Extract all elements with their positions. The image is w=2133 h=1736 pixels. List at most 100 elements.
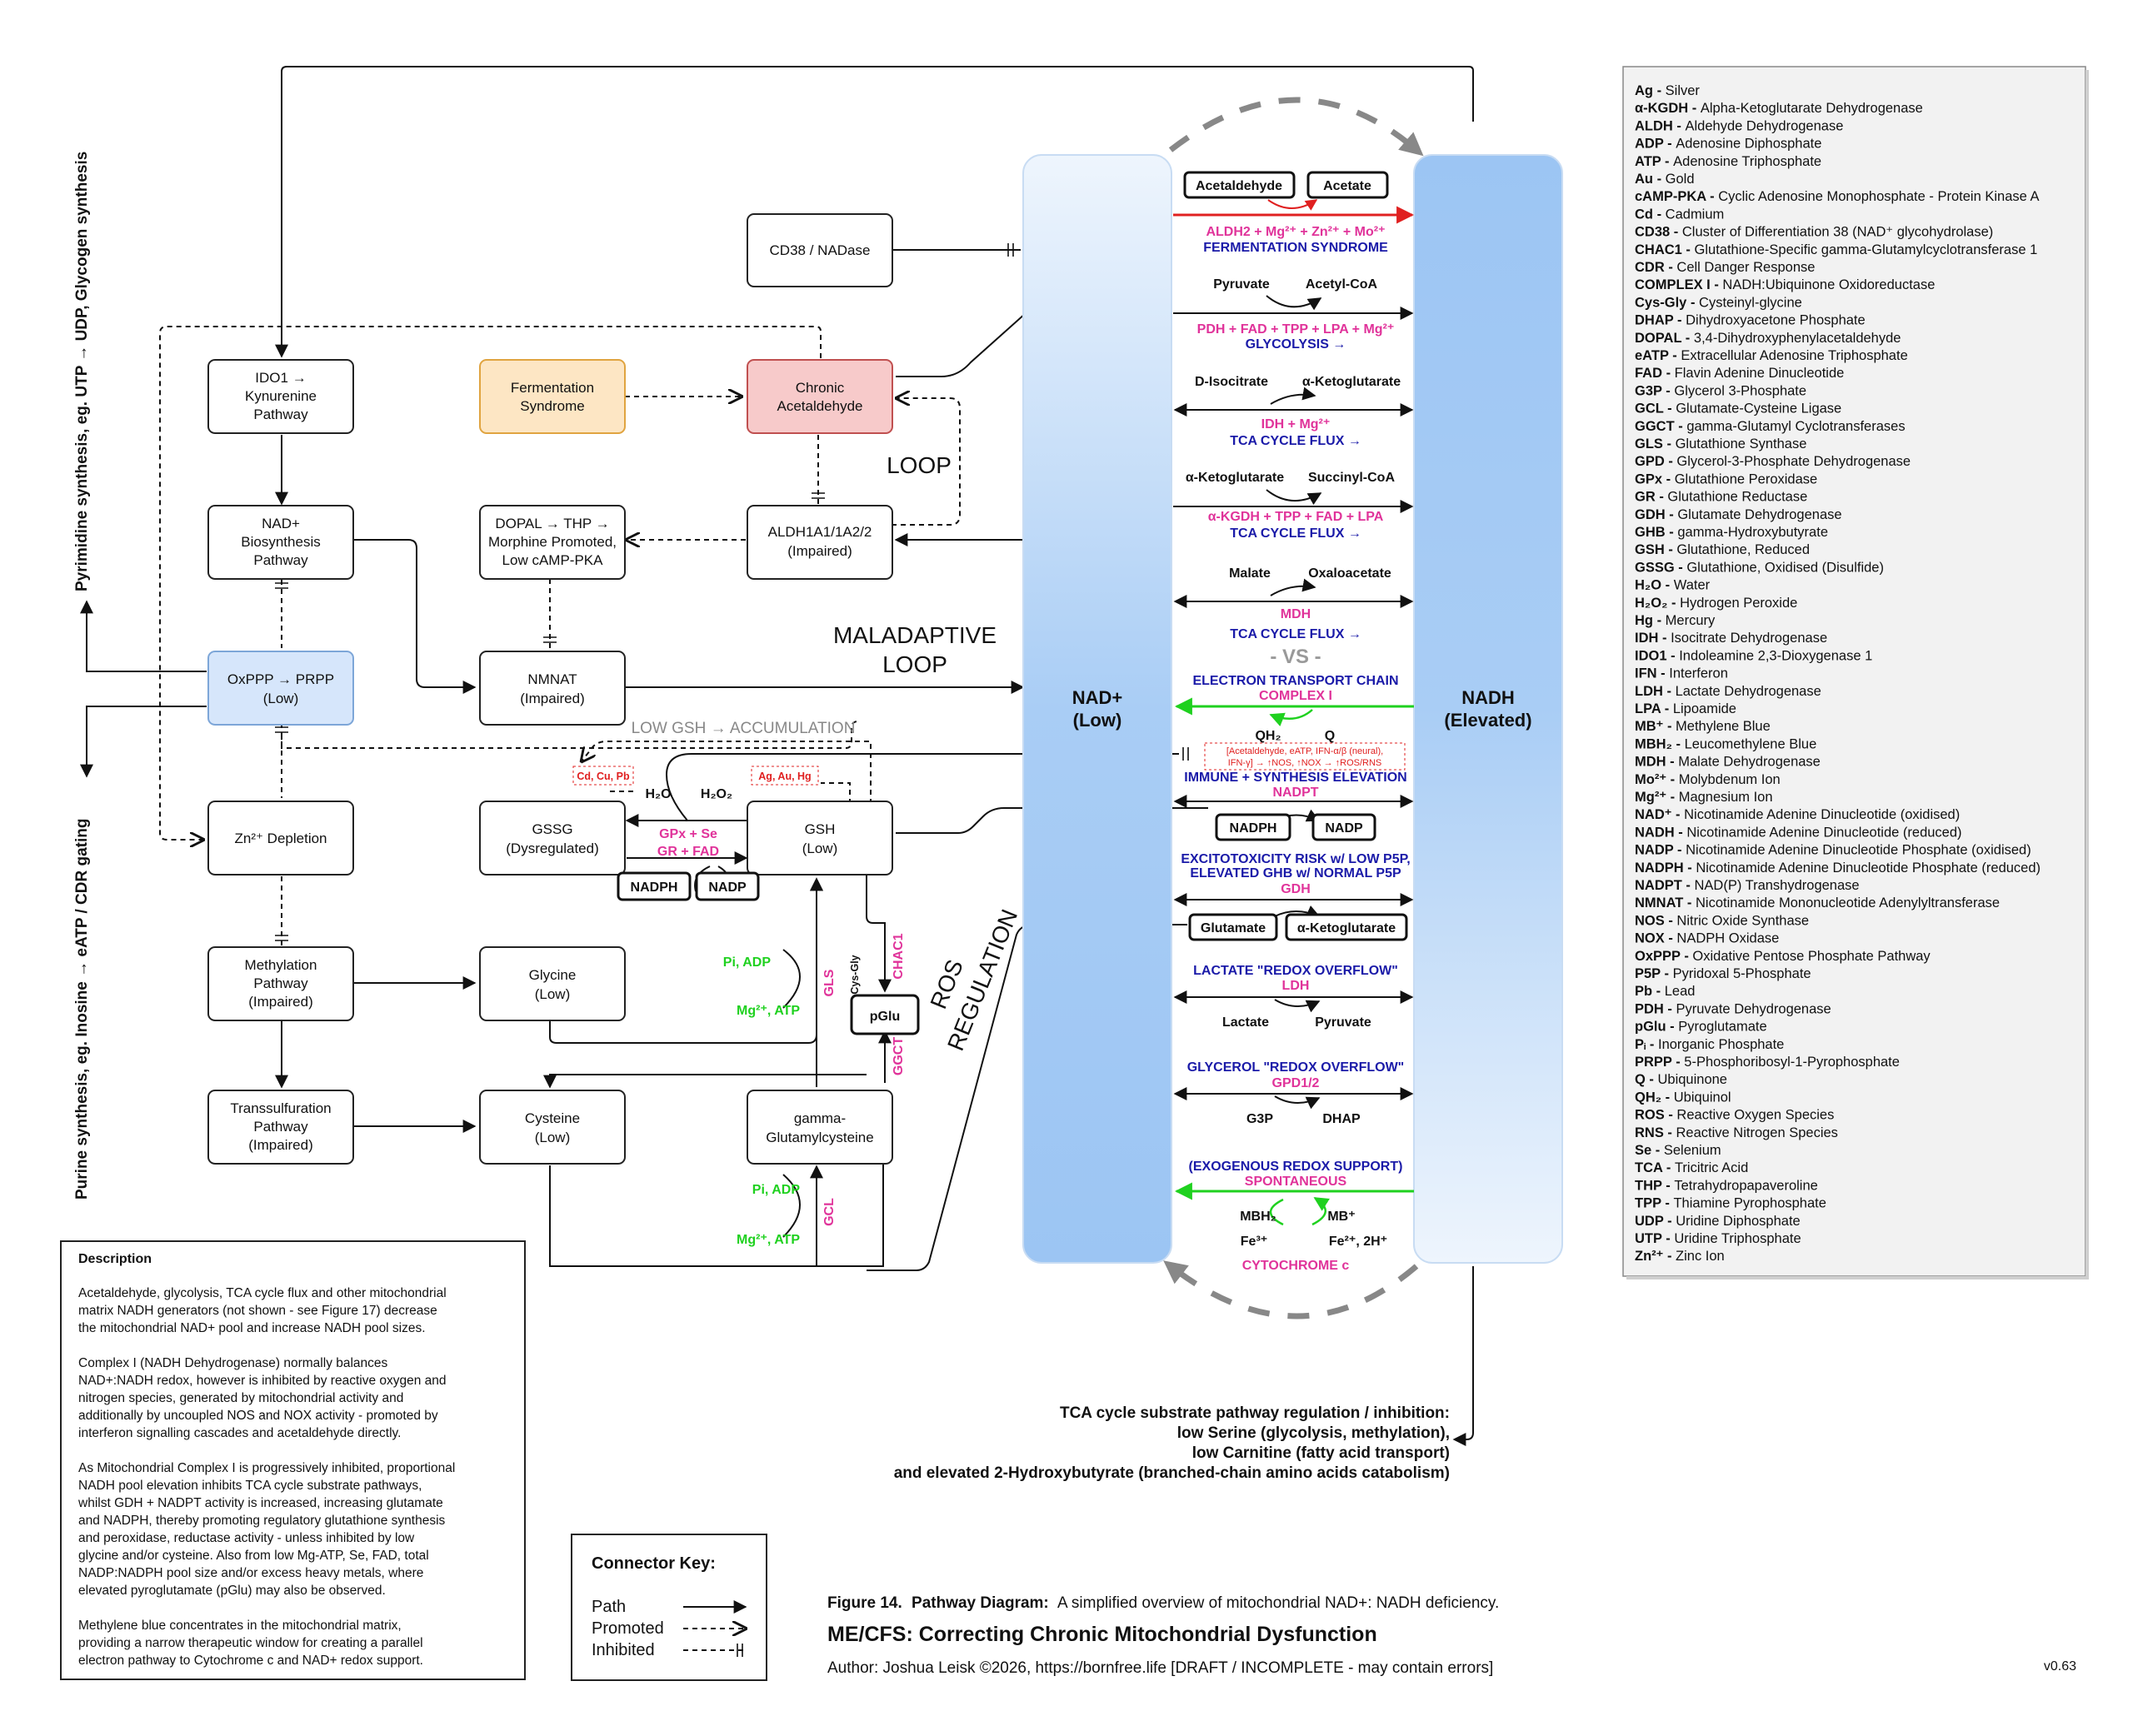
- nadh-pool: NADH (Elevated): [1413, 154, 1563, 1264]
- svg-text:(EXOGENOUS REDOX SUPPORT): (EXOGENOUS REDOX SUPPORT): [1189, 1160, 1403, 1174]
- svg-text:Chronic: Chronic: [796, 380, 845, 396]
- glossary-entry: ALDH - Aldehyde Dehydrogenase: [1635, 118, 1843, 133]
- chac1-label: CHAC1: [892, 933, 906, 979]
- svg-text:Glutamate: Glutamate: [1201, 921, 1266, 935]
- description-line: electron pathway to Cytochrome c and NAD…: [78, 1654, 423, 1668]
- svg-text:Acetaldehyde: Acetaldehyde: [1196, 179, 1282, 193]
- description-line: As Mitochondrial Complex I is progressiv…: [78, 1461, 455, 1475]
- glossary-entry: ATP - Adenosine Triphosphate: [1635, 154, 1821, 169]
- glossary-entry: H₂O₂ - Hydrogen Peroxide: [1635, 596, 1797, 611]
- svg-text:MBH₂: MBH₂: [1240, 1210, 1276, 1224]
- cd38-node: CD38 / NADase: [747, 213, 893, 287]
- svg-text:Zn²⁺ Depletion: Zn²⁺ Depletion: [234, 831, 327, 846]
- svg-text:COMPLEX I: COMPLEX I: [1259, 689, 1332, 703]
- glossary-entry: OxPPP - Oxidative Pentose Phosphate Path…: [1635, 949, 1931, 964]
- glossary-entry: Ag - Silver: [1635, 83, 1700, 98]
- svg-text:Cd, Cu, Pb: Cd, Cu, Pb: [577, 771, 630, 782]
- glossary-entry: GPx - Glutathione Peroxidase: [1635, 471, 1817, 486]
- caption-title: ME/CFS: Correcting Chronic Mitochondrial…: [827, 1623, 1377, 1646]
- svg-text:ELECTRON TRANSPORT CHAIN: ELECTRON TRANSPORT CHAIN: [1192, 674, 1398, 688]
- description-line: elevated pyroglutamate (pGlu) may also b…: [78, 1584, 386, 1598]
- mg-atp-1: Mg²⁺, ATP: [737, 1004, 800, 1018]
- svg-text:Pathway: Pathway: [253, 975, 308, 991]
- gssg-node: GSSG (Dysregulated): [479, 801, 626, 875]
- glossary-entry: IDO1 - Indoleamine 2,3-Dioxygenase 1: [1635, 648, 1872, 663]
- svg-text:gamma-: gamma-: [794, 1110, 846, 1126]
- svg-text:GSH: GSH: [805, 821, 836, 837]
- glossary-entry: eATP - Extracellular Adenosine Triphosph…: [1635, 348, 1908, 363]
- svg-text:Pyruvate: Pyruvate: [1213, 277, 1270, 292]
- glossary-entry: NAD⁺ - Nicotinamide Adenine Dinucleotide…: [1635, 807, 1960, 822]
- glossary-entry: Au - Gold: [1635, 172, 1695, 187]
- mg-atp-2: Mg²⁺, ATP: [737, 1233, 800, 1247]
- glossary-entry: NADP - Nicotinamide Adenine Dinucleotide…: [1635, 843, 2031, 858]
- nad-pool: NAD+ (Low): [1022, 154, 1172, 1264]
- connector-key: Connector Key: Path Promoted Inhibited: [571, 1534, 767, 1681]
- gsh-node: GSH (Low): [747, 801, 893, 875]
- glossary-entry: NADPT - NAD(P) Transhydrogenase: [1635, 878, 1860, 893]
- glossary-entry: Mg²⁺ - Magnesium Ion: [1635, 790, 1773, 805]
- description-line: Acetaldehyde, glycolysis, TCA cycle flux…: [78, 1286, 447, 1300]
- svg-text:Promoted: Promoted: [592, 1619, 664, 1638]
- pi-adp-1: Pi, ADP: [723, 955, 772, 970]
- caption-author: Author: Joshua Leisk ©2026, https://born…: [827, 1659, 1493, 1677]
- svg-text:Fe³⁺: Fe³⁺: [1241, 1235, 1267, 1249]
- glossary-entry: COMPLEX I - NADH:Ubiquinone Oxidoreducta…: [1635, 277, 1935, 292]
- svg-text:DOPAL → THP →: DOPAL → THP →: [495, 516, 609, 531]
- svg-text:G3P: G3P: [1246, 1112, 1273, 1126]
- pi-adp-2: Pi, ADP: [752, 1183, 801, 1197]
- gpx-label: GPx + Se: [659, 827, 717, 841]
- glossary-entry: LDH - Lactate Dehydrogenase: [1635, 684, 1821, 699]
- description-line: glycine and/or cysteine. Also from low M…: [78, 1549, 429, 1563]
- svg-text:and elevated 2-Hydroxybutyrate: and elevated 2-Hydroxybutyrate (branched…: [894, 1464, 1450, 1482]
- svg-text:Lactate: Lactate: [1222, 1015, 1269, 1030]
- glycine-node: Glycine (Low): [479, 946, 626, 1021]
- description-line: Complex I (NADH Dehydrogenase) normally …: [78, 1356, 388, 1370]
- svg-text:ALDH1A1/1A2/2: ALDH1A1/1A2/2: [768, 524, 872, 540]
- caption: Figure 14. Pathway Diagram: A simplified…: [827, 1594, 2076, 1677]
- svg-text:Pyruvate: Pyruvate: [1315, 1015, 1371, 1030]
- description-line: matrix NADH generators (not shown - see …: [78, 1304, 437, 1318]
- glossary-entry: Pᵢ - Inorganic Phosphate: [1635, 1037, 1784, 1052]
- svg-text:Glycine: Glycine: [529, 967, 577, 983]
- svg-text:SPONTANEOUS: SPONTANEOUS: [1245, 1175, 1347, 1189]
- svg-text:(Low): (Low): [1073, 710, 1122, 731]
- glossary-entry: FAD - Flavin Adenine Dinucleotide: [1635, 366, 1844, 381]
- connectors: [80, 66, 1474, 1446]
- side-label-pyrimidine: Pyrimidine synthesis, eg. UTP → UDP, Gly…: [73, 152, 91, 591]
- description-line: interferon signalling cascades and aceta…: [78, 1426, 401, 1440]
- svg-text:IFN-γ] → ↑NOS, ↑NOX → ↑ROS/RNS: IFN-γ] → ↑NOS, ↑NOX → ↑ROS/RNS: [1228, 758, 1382, 768]
- svg-text:(Elevated): (Elevated): [1444, 710, 1531, 731]
- svg-text:TCA CYCLE FLUX →: TCA CYCLE FLUX →: [1230, 434, 1361, 448]
- svg-text:DHAP: DHAP: [1322, 1112, 1361, 1126]
- glossary-entry: UDP - Uridine Diphosphate: [1635, 1214, 1801, 1229]
- glossary-entry: G3P - Glycerol 3-Phosphate: [1635, 383, 1806, 398]
- svg-text:IDO1 →: IDO1 →: [255, 370, 306, 386]
- svg-text:Succinyl-CoA: Succinyl-CoA: [1308, 471, 1395, 485]
- svg-text:Fermentation: Fermentation: [511, 380, 594, 396]
- glossary-entry: H₂O - Water: [1635, 578, 1711, 593]
- glossary-entry: UTP - Uridine Triphosphate: [1635, 1231, 1801, 1246]
- glossary-entry: Cd - Cadmium: [1635, 207, 1724, 222]
- h2o-label: H₂O: [645, 787, 671, 801]
- gamma-glutamylcysteine-node: gamma- Glutamylcysteine: [747, 1090, 893, 1165]
- fermentation-syndrome-node: Fermentation Syndrome: [479, 359, 626, 434]
- glossary-entry: NADH - Nicotinamide Adenine Dinucleotide…: [1635, 825, 1962, 840]
- pglu-node: pGlu: [850, 994, 920, 1035]
- svg-text:NAD+: NAD+: [262, 516, 300, 531]
- svg-text:low Carnitine (fatty acid tran: low Carnitine (fatty acid transport): [1192, 1444, 1450, 1462]
- bottom-cycle-arc: [1163, 1260, 1419, 1319]
- svg-text:TCA CYCLE FLUX →: TCA CYCLE FLUX →: [1230, 526, 1361, 541]
- gr-label: GR + FAD: [657, 845, 719, 859]
- svg-text:TCA CYCLE FLUX →: TCA CYCLE FLUX →: [1230, 627, 1361, 641]
- svg-text:Pathway: Pathway: [253, 407, 308, 422]
- glossary-entry: cAMP-PKA - Cyclic Adenosine Monophosphat…: [1635, 189, 2039, 204]
- svg-text:Methylation: Methylation: [245, 957, 317, 973]
- svg-text:NADP: NADP: [708, 880, 747, 895]
- glossary-entry: α-KGDH - Alpha-Ketoglutarate Dehydrogena…: [1635, 101, 1923, 116]
- description-line: and peroxidase, reductase activity - unl…: [78, 1531, 415, 1545]
- glossary-entry: ADP - Adenosine Diphosphate: [1635, 137, 1821, 152]
- glossary-entry: NMNAT - Nicotinamide Mononucleotide Aden…: [1635, 895, 2000, 910]
- svg-text:Figure 14. Pathway Diagr: Figure 14. Pathway Diagram: A simplified…: [827, 1594, 1499, 1612]
- glossary-entry: Pb - Lead: [1635, 984, 1695, 999]
